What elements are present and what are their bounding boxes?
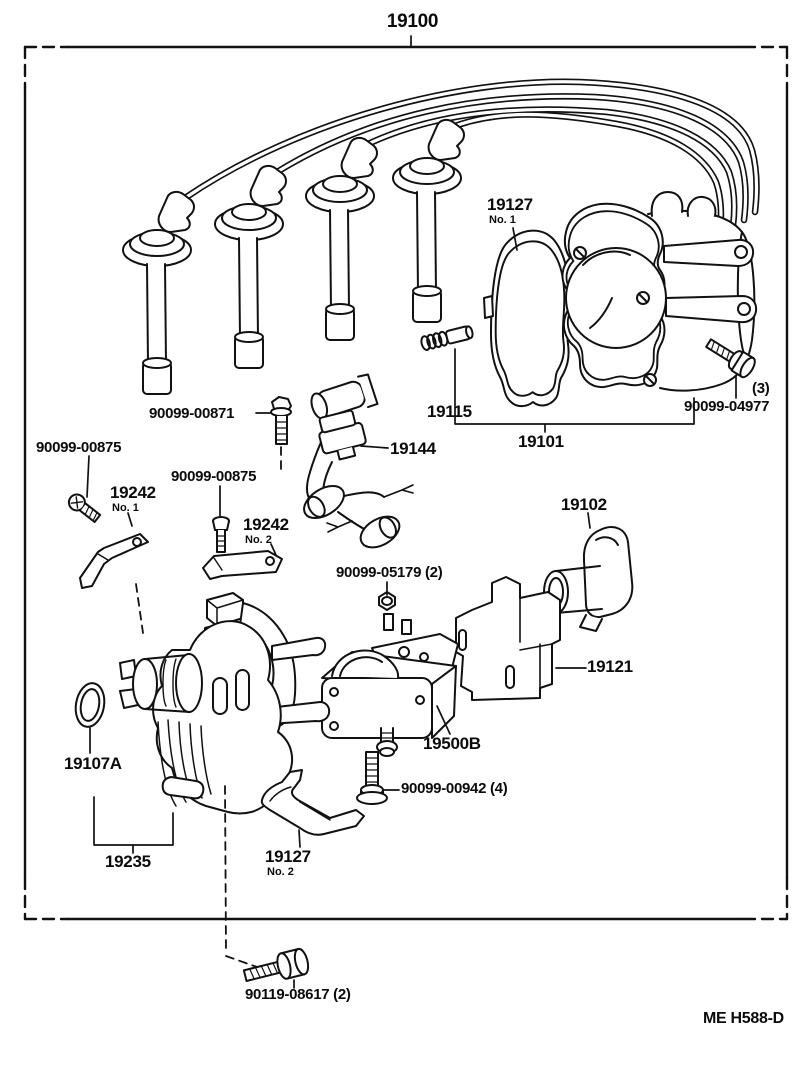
diagram-border [23, 45, 789, 921]
coil-19500b-drawing [321, 613, 459, 757]
part-variant: No. 1 [112, 502, 139, 514]
part-number: 19242 [243, 515, 289, 534]
bolt-90099-00871-drawing [270, 396, 292, 445]
callout-19242-no1: 19242 No. 1 [110, 484, 156, 514]
leader-lines [86, 35, 737, 989]
callout-90099-04977: 90099-04977 [684, 398, 770, 415]
bolt-90119-08617-drawing [242, 947, 310, 983]
harness-19144-drawing [303, 373, 414, 549]
callout-90099-00871: 90099-00871 [149, 405, 235, 422]
callout-19235: 19235 [105, 852, 151, 871]
callout-19115: 19115 [427, 402, 472, 421]
callout-19121: 19121 [587, 657, 633, 676]
screw-19115-drawing [420, 325, 474, 351]
part-variant: No. 2 [267, 866, 294, 878]
screw-90099-00875-a-drawing [67, 493, 102, 524]
rotor-19102-drawing [543, 526, 634, 632]
part-variant: No. 1 [489, 214, 516, 226]
bracket-19242-no1-drawing [79, 533, 149, 589]
callout-90099-00875-b: 90099-00875 [171, 468, 257, 485]
part-number: 19242 [110, 483, 156, 502]
part-number: 19127 [487, 195, 533, 214]
callout-90119-08617: 90119-08617 (2) [245, 986, 351, 1003]
bolt-90099-00942-drawing [356, 751, 388, 805]
clamp-19127-no2-drawing [260, 769, 365, 836]
part-number: 19127 [265, 847, 311, 866]
cap-gasket-drawing [483, 229, 570, 408]
callout-19242-no2: 19242 No. 2 [243, 516, 289, 546]
dust-cover-19121-drawing [455, 576, 561, 701]
bracket-19242-no2-drawing [202, 550, 283, 580]
callout-19144: 19144 [390, 439, 436, 458]
dashed-lines [135, 446, 282, 968]
o-ring-19107a-drawing [74, 682, 106, 728]
assembly-title: 19100 [386, 11, 439, 32]
distributor-cap-drawing [561, 191, 758, 392]
callout-19127-no2: 19127 No. 2 [265, 848, 311, 878]
distributor-housing-19235-drawing [119, 592, 331, 815]
callout-19500b: 19500B [423, 734, 481, 753]
callout-90099-00875-a: 90099-00875 [36, 439, 122, 456]
callout-90099-04977-qty: (3) [752, 380, 770, 397]
callout-19102: 19102 [561, 495, 607, 514]
callout-19101: 19101 [518, 432, 564, 451]
bolt-90099-00875-b-drawing [212, 516, 230, 553]
part-variant: No. 2 [245, 534, 272, 546]
callout-19107a: 19107A [64, 754, 122, 773]
figure-code: ME H588-D [703, 1010, 784, 1027]
spark-plug-wires-drawing [181, 78, 760, 234]
nut-90099-05179-drawing [378, 591, 396, 611]
bolt-90099-04977-drawing [705, 338, 756, 379]
callout-90099-05179: 90099-05179 (2) [336, 564, 443, 581]
callout-19127-no1: 19127 No. 1 [487, 196, 533, 226]
callout-90099-00942: 90099-00942 (4) [401, 780, 508, 797]
